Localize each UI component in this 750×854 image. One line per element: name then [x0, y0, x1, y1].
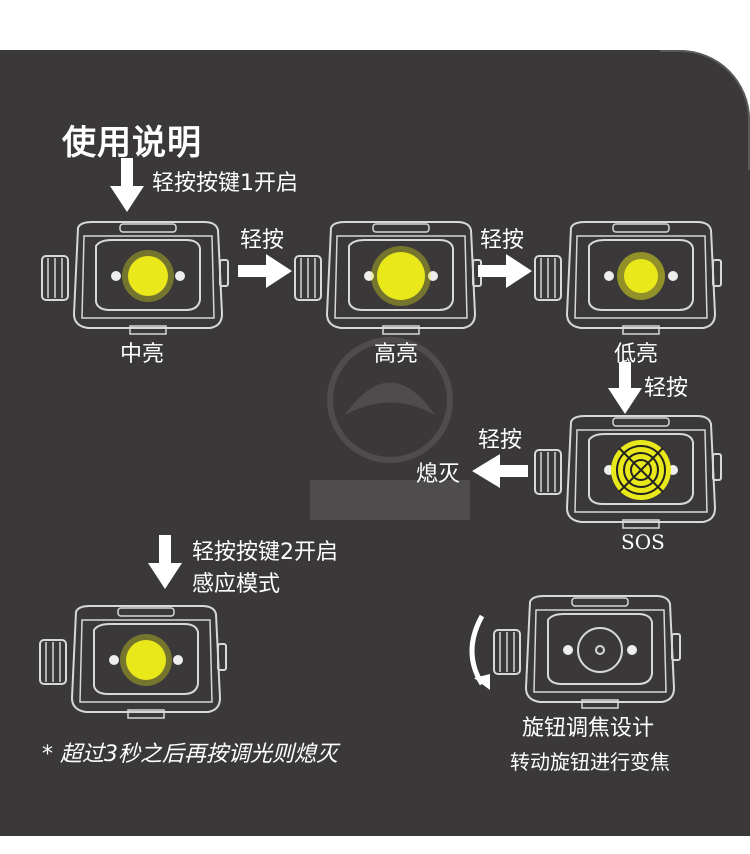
mode-label-high: 高亮 [374, 342, 419, 367]
instruction-key2-line1: 轻按按键2开启 [192, 540, 338, 565]
down-arrow-icon [608, 362, 642, 414]
tap-label-4: 轻按 [478, 428, 523, 453]
mode-label-medium: 中亮 [120, 342, 165, 367]
mode-label-off: 熄灭 [416, 462, 461, 487]
tap-label-2: 轻按 [480, 228, 525, 253]
headlamp-zoom [492, 592, 682, 714]
headlamp-medium [40, 218, 230, 340]
headlamp-high [293, 218, 483, 340]
watermark-logo [310, 337, 470, 520]
zoom-subtitle: 转动旋钮进行变焦 [510, 750, 670, 774]
mode-label-sos: SOS [621, 530, 665, 554]
page-title: 使用说明 [62, 123, 202, 163]
rotate-arrow-icon [469, 614, 490, 690]
down-arrow-icon [148, 535, 182, 589]
right-arrow-icon [238, 254, 292, 288]
tap-label-1: 轻按 [240, 228, 285, 253]
instruction-key1: 轻按按键1开启 [152, 171, 298, 196]
headlamp-sos [533, 412, 723, 534]
headlamp-low [533, 218, 723, 340]
tap-label-3: 轻按 [644, 376, 689, 401]
instruction-key2-line2: 感应模式 [192, 572, 281, 597]
right-arrow-icon [478, 254, 532, 288]
zoom-title: 旋钮调焦设计 [522, 716, 655, 741]
footnote: * 超过3秒之后再按调光则熄灭 [42, 742, 338, 767]
headlamp-sensor [38, 602, 228, 724]
down-arrow-icon [110, 158, 144, 212]
left-arrow-icon [472, 454, 528, 488]
